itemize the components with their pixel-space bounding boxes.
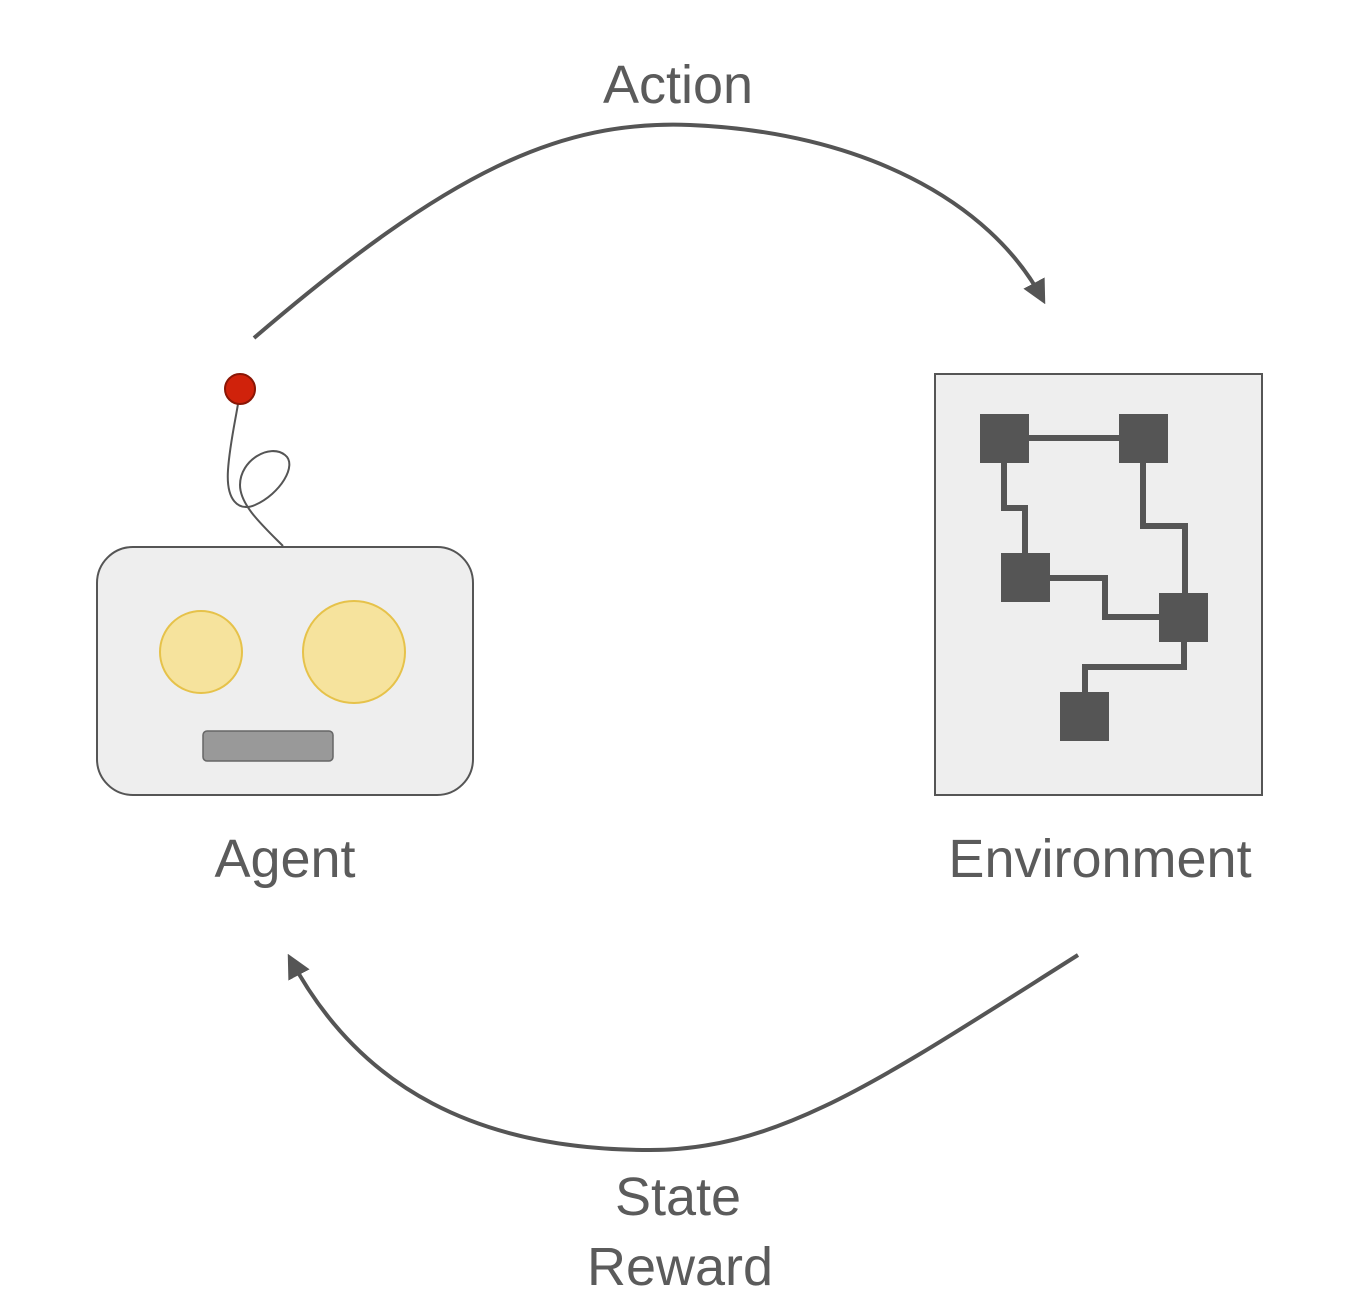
action-label: Action (602, 55, 754, 115)
environment-label: Environment (948, 829, 1252, 889)
reward-label: Reward (586, 1237, 774, 1297)
robot-mouth (202, 730, 334, 762)
circuit-node (1119, 414, 1168, 463)
robot-icon (96, 373, 474, 796)
action-arrow (252, 122, 1046, 340)
agent-label: Agent (214, 829, 356, 889)
robot-right-eye (302, 600, 406, 704)
antenna-wire (226, 389, 291, 547)
robot-left-eye (159, 610, 243, 694)
circuit-node (1001, 553, 1050, 602)
circuit-node (1159, 593, 1208, 642)
antenna-ball (224, 373, 256, 405)
circuit-node (980, 414, 1029, 463)
state-reward-arrow (287, 953, 1080, 1153)
circuit-graph-icon (934, 373, 1263, 796)
circuit-node (1060, 692, 1109, 741)
state-label: State (614, 1167, 742, 1227)
